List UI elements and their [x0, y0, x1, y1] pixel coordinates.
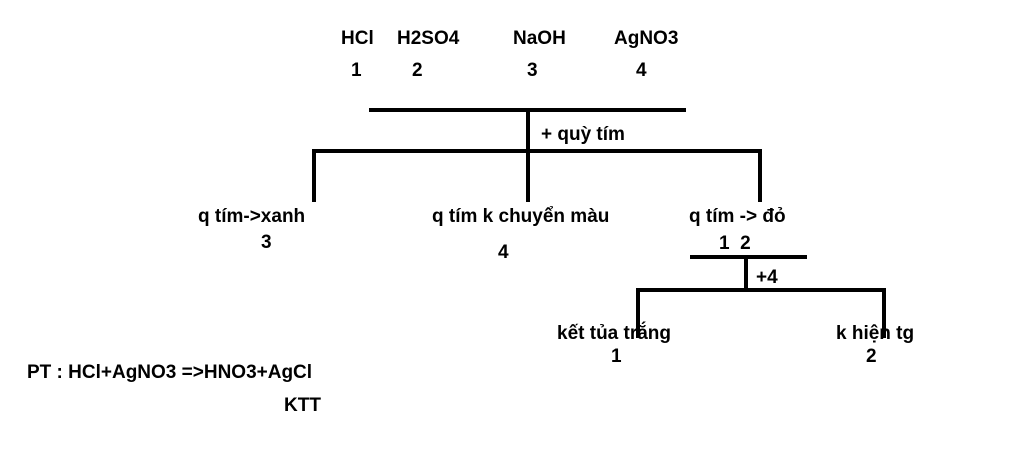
reagent-h2so4-number: 2 — [412, 60, 423, 81]
result-precipitate-label: kết tủa trắng — [557, 323, 672, 344]
result-red-label: q tím -> đỏ — [689, 206, 786, 227]
step1-reagent-label: + quỳ tím — [541, 124, 625, 145]
result-nophenomenon-label: k hiện tg — [836, 323, 915, 344]
result-nochange-ids: 4 — [498, 242, 509, 263]
result-red-ids: 1 2 — [719, 233, 751, 254]
result-precipitate-ids: 1 — [611, 346, 622, 367]
reagent-hcl-name: HCl — [341, 28, 374, 49]
reagent-hcl-number: 1 — [351, 60, 362, 81]
reagent-naoh-number: 3 — [527, 60, 538, 81]
result-blue-ids: 3 — [261, 232, 272, 253]
result-blue-label: q tím->xanh — [198, 206, 306, 227]
reagent-agno3-number: 4 — [636, 60, 647, 81]
result-nochange-label: q tím k chuyển màu — [432, 206, 610, 227]
reagent-agno3-name: AgNO3 — [614, 28, 679, 49]
equation-note: KTT — [284, 395, 321, 416]
result-nophenomenon-ids: 2 — [866, 346, 877, 367]
equation-text: PT : HCl+AgNO3 =>HNO3+AgCl — [27, 362, 313, 383]
reagent-naoh-name: NaOH — [513, 28, 566, 49]
reagent-h2so4-name: H2SO4 — [397, 28, 460, 49]
step2-reagent-label: +4 — [756, 267, 778, 288]
